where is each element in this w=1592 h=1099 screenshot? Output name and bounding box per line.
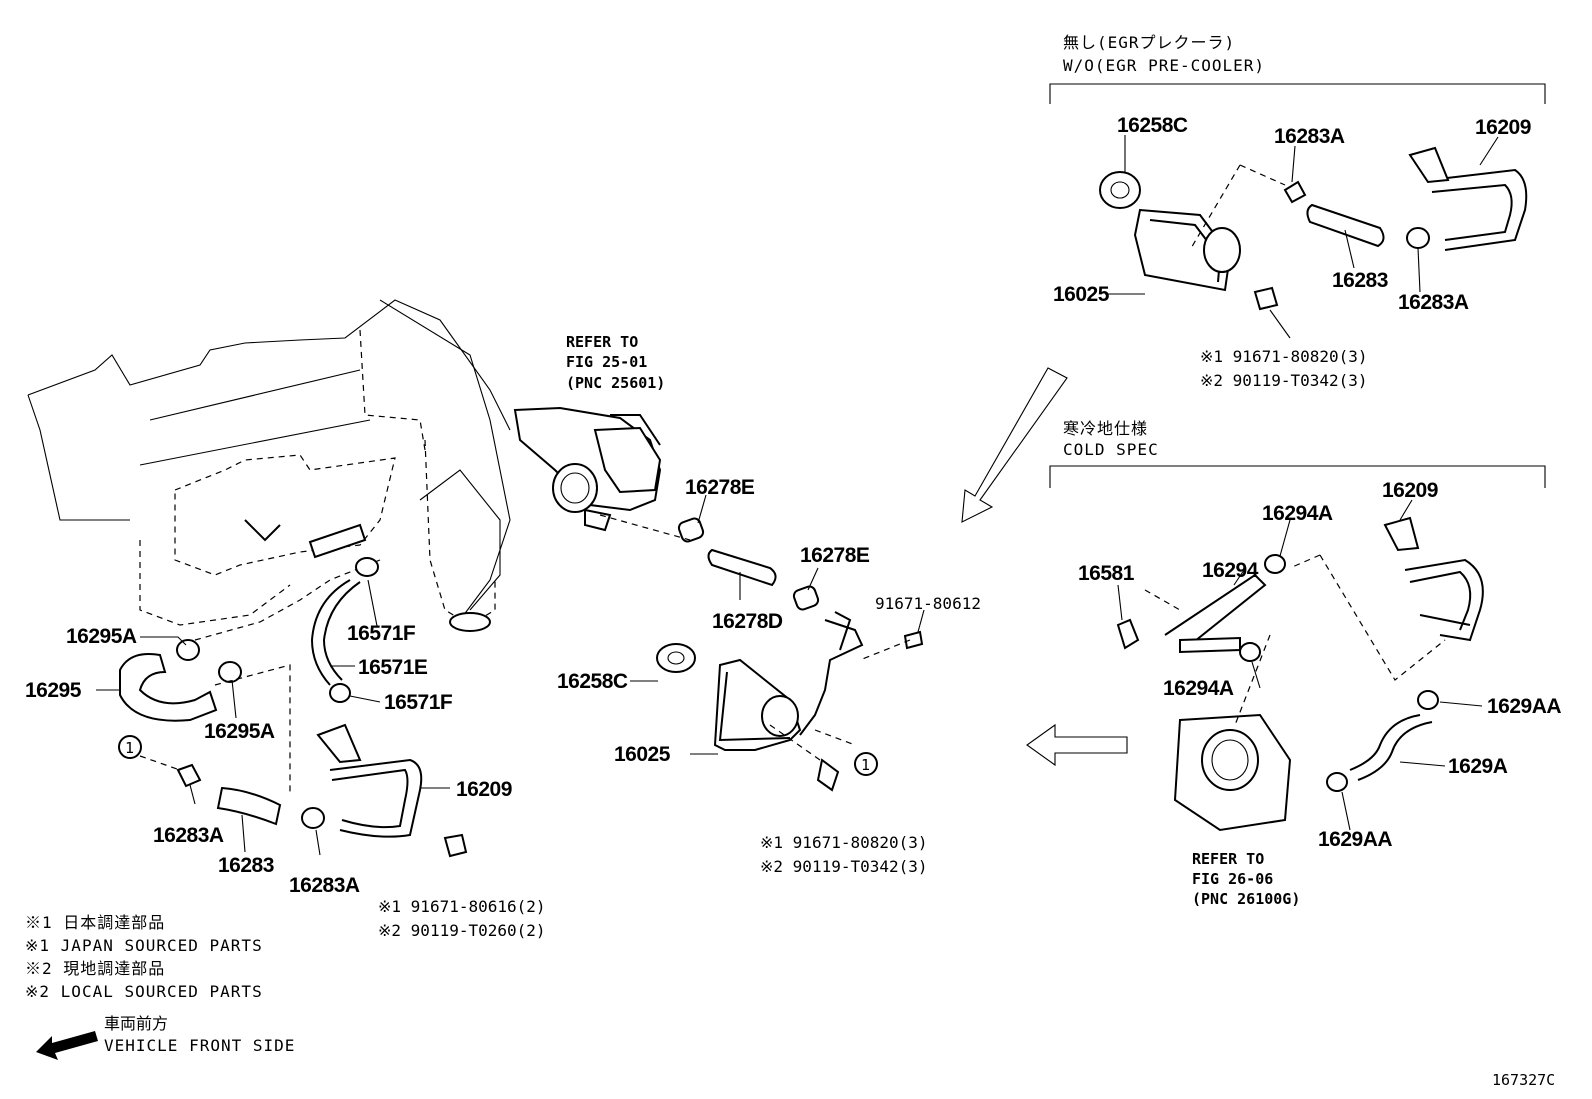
part-label: 16209 — [1382, 479, 1438, 502]
cold-spec-label-jp: 寒冷地仕様 — [1063, 419, 1148, 438]
engine-block-outline — [27, 299, 511, 641]
part-label: 16209 — [456, 778, 512, 801]
cold-spec-label-en: COLD SPEC — [1063, 440, 1159, 459]
egr-valve-assembly — [513, 406, 662, 532]
front-label-en: VEHICLE FRONT SIDE — [104, 1036, 295, 1055]
wo-egr-group — [1049, 83, 1546, 311]
part-label: 16571F — [384, 691, 453, 714]
transition-arrow-left — [1026, 723, 1128, 767]
diagram-code: 167327C — [1492, 1071, 1555, 1089]
part-label: 16571E — [358, 656, 428, 679]
part-label: 16294A — [1262, 502, 1333, 525]
legend-line: ※2 現地調達部品 — [25, 959, 165, 978]
circle-label: 1 — [125, 739, 134, 757]
leader-lines — [96, 135, 1499, 856]
part-label: 16294A — [1163, 677, 1234, 700]
circle-label: 1 — [861, 756, 870, 774]
wo-egr-label-jp: 無し(EGRプレクーラ) — [1063, 33, 1235, 52]
legend-line: ※1 日本調達部品 — [25, 913, 165, 932]
throttle-ref-line1: REFER TO — [1192, 850, 1264, 868]
part-label: 16581 — [1078, 562, 1135, 585]
egr-ref-line1: REFER TO — [566, 333, 638, 351]
cold-spec-group — [1049, 465, 1546, 832]
part-label: 16283A — [289, 874, 360, 897]
part-label: 91671-80612 — [875, 594, 981, 613]
bolt-callout: ※2 90119-T0342(3) — [760, 857, 928, 876]
front-label-jp: 車両前方 — [104, 1014, 168, 1033]
egr-ref-line2: FIG 25-01 — [566, 353, 647, 371]
part-label: 16258C — [557, 670, 628, 693]
legend-line: ※1 JAPAN SOURCED PARTS — [25, 936, 263, 955]
part-label: 16294 — [1202, 559, 1259, 582]
connection-lines — [139, 514, 911, 795]
part-label: 16025 — [1053, 283, 1110, 306]
legend-line: ※2 LOCAL SOURCED PARTS — [25, 982, 263, 1001]
part-label: 16295A — [204, 720, 275, 743]
part-label: 16283 — [218, 854, 274, 877]
part-label: 16278D — [712, 610, 783, 633]
part-label: 16295 — [25, 679, 82, 702]
part-label: 16295A — [66, 625, 137, 648]
part-label: 1629A — [1448, 755, 1508, 778]
transition-arrow-down — [961, 367, 1068, 523]
left-hoses — [119, 557, 468, 858]
part-label: 1629AA — [1487, 695, 1561, 718]
part-label: 16283A — [1398, 291, 1469, 314]
bolt-callout: ※1 91671-80616(2) — [378, 897, 546, 916]
egr-ref-line3: (PNC 25601) — [566, 374, 665, 392]
bolt-callout: ※2 90119-T0260(2) — [378, 921, 546, 940]
part-label: 16571F — [347, 622, 416, 645]
part-label: 16283A — [153, 824, 224, 847]
bolt-callout: ※2 90119-T0342(3) — [1200, 371, 1368, 390]
part-label: 16278E — [800, 544, 870, 567]
part-label: 16258C — [1117, 114, 1188, 137]
ref-circle-mid: 1 — [854, 752, 878, 776]
part-label: 16025 — [614, 743, 671, 766]
part-label: 16283A — [1274, 125, 1345, 148]
ref-circle-left: 1 — [118, 735, 142, 759]
throttle-ref-line3: (PNC 26100G) — [1192, 890, 1300, 908]
part-label: 16209 — [1475, 116, 1531, 139]
egr-pipe-middle — [656, 517, 924, 792]
front-arrow-icon — [36, 1031, 98, 1060]
part-label: 1629AA — [1318, 828, 1392, 851]
bolt-callout: ※1 91671-80820(3) — [760, 833, 928, 852]
part-label: 16283 — [1332, 269, 1388, 292]
part-label: 16278E — [685, 476, 755, 499]
throttle-ref-line2: FIG 26-06 — [1192, 870, 1273, 888]
bolt-callout: ※1 91671-80820(3) — [1200, 347, 1368, 366]
wo-egr-label-en: W/O(EGR PRE-COOLER) — [1063, 56, 1265, 75]
